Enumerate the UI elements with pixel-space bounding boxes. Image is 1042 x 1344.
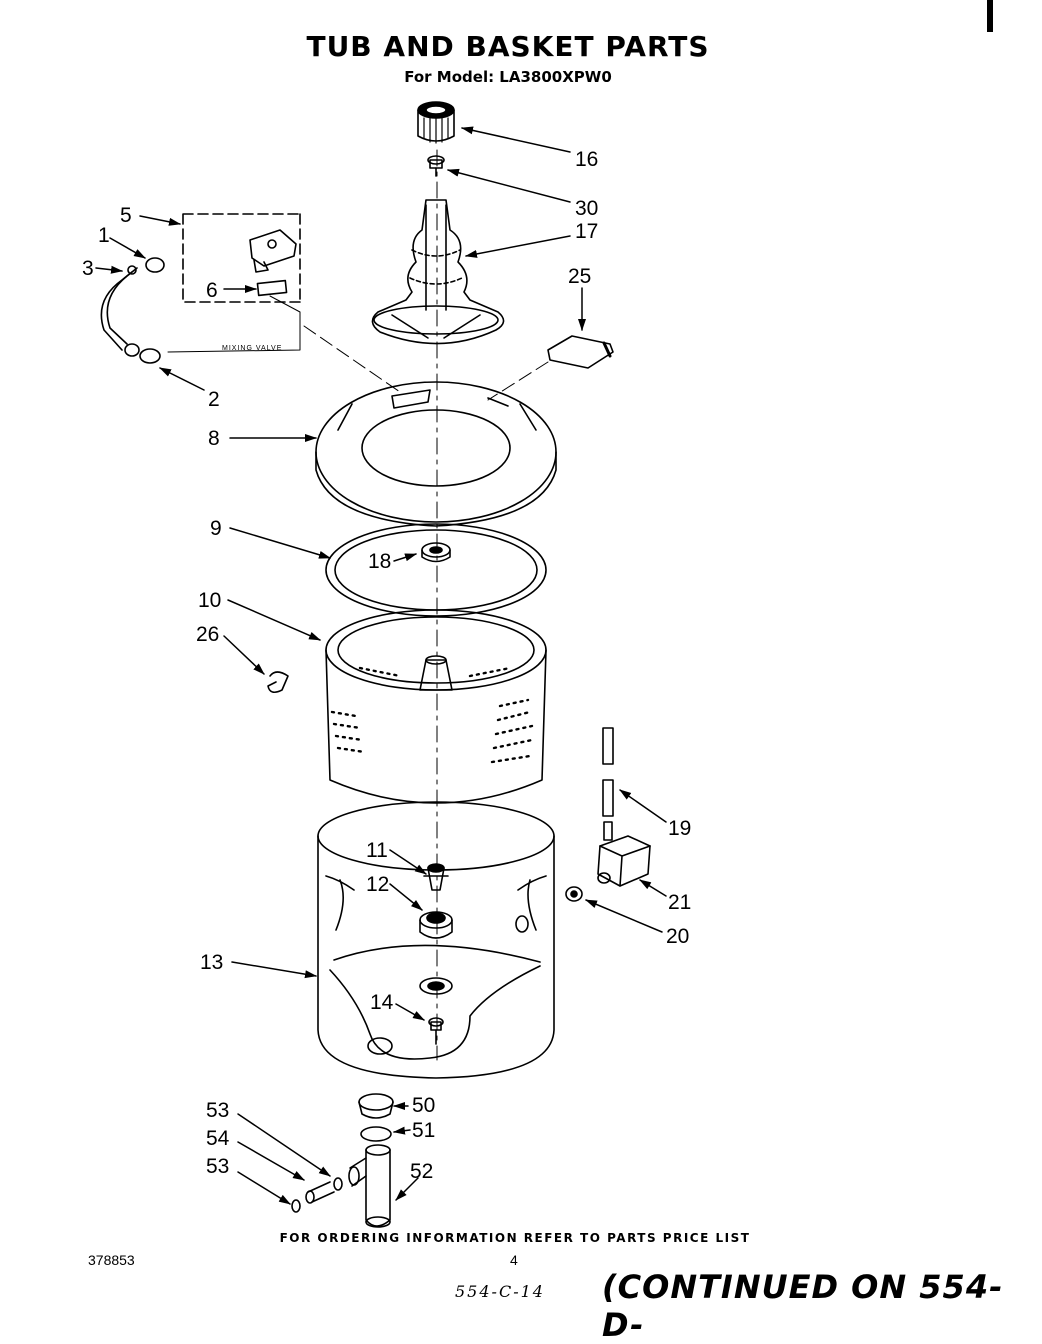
callout-50: 50 xyxy=(412,1094,435,1117)
mixing-valve-text: MIXING VALVE xyxy=(222,345,282,352)
callout-26: 26 xyxy=(196,623,219,646)
callout-16: 16 xyxy=(575,148,598,171)
callout-8: 8 xyxy=(208,427,220,450)
callout-53-upper: 53 xyxy=(206,1099,229,1122)
callout-19: 19 xyxy=(668,817,691,840)
model-subtitle: For Model: LA3800XPW0 xyxy=(404,68,612,86)
callout-21: 21 xyxy=(668,891,691,914)
callout-52: 52 xyxy=(410,1160,433,1183)
callout-12: 12 xyxy=(366,873,389,896)
fill-hose-part xyxy=(100,257,165,364)
ordering-information-note: FOR ORDERING INFORMATION REFER TO PARTS … xyxy=(279,1231,751,1245)
tub-bolt-part xyxy=(428,1017,444,1045)
callout-2: 2 xyxy=(208,388,220,411)
callout-11: 11 xyxy=(366,839,388,862)
document-number: 378853 xyxy=(88,1252,135,1268)
agitator-cap-part xyxy=(417,101,455,144)
agitator-part xyxy=(371,199,505,345)
callout-20: 20 xyxy=(666,925,689,948)
drive-nut-part xyxy=(421,542,451,563)
page-number: 4 xyxy=(510,1252,518,1268)
agitator-stud-part xyxy=(427,155,445,177)
part-25-pad xyxy=(547,335,614,369)
callout-53-lower: 53 xyxy=(206,1155,229,1178)
drain-tube-part xyxy=(348,1144,391,1228)
tub-ring-part xyxy=(315,381,557,527)
callout-17: 17 xyxy=(575,220,598,243)
mixing-valve-leader xyxy=(167,295,301,353)
handwritten-code: 554-C-14 xyxy=(455,1282,545,1301)
callout-3: 3 xyxy=(82,257,94,280)
drain-hose-part xyxy=(602,727,614,817)
agitator-cam-part xyxy=(423,863,449,891)
continued-note: (CONTINUED ON 554-D- xyxy=(602,1268,1004,1344)
callout-1: 1 xyxy=(98,224,110,247)
callout-5: 5 xyxy=(120,204,132,227)
callout-9: 9 xyxy=(210,517,222,540)
callout-51: 51 xyxy=(412,1119,435,1142)
callout-54: 54 xyxy=(206,1127,230,1150)
pump-seal-part xyxy=(565,886,583,902)
page-title: TUB AND BASKET PARTS xyxy=(306,30,710,63)
callout-leaders xyxy=(95,126,667,1205)
mixing-valve-assembly-box xyxy=(182,213,301,303)
seal-part xyxy=(419,911,453,939)
callout-18: 18 xyxy=(368,550,391,573)
callout-6: 6 xyxy=(206,279,218,302)
pump-part xyxy=(597,821,651,887)
tub-seal-ring-part xyxy=(325,523,547,617)
callout-labels: 16 30 17 25 5 1 3 6 2 8 9 18 10 26 19 11… xyxy=(82,148,691,1183)
wash-basket-part xyxy=(325,609,547,804)
callout-14: 14 xyxy=(370,991,394,1014)
drain-fitting-part xyxy=(358,1093,394,1142)
callout-30: 30 xyxy=(575,197,598,220)
callout-10: 10 xyxy=(198,589,221,612)
callout-25: 25 xyxy=(568,265,591,288)
basket-clip-part xyxy=(267,671,289,694)
callout-13: 13 xyxy=(200,951,223,974)
coupler-part xyxy=(291,1177,343,1213)
corner-registration-mark xyxy=(987,0,993,32)
